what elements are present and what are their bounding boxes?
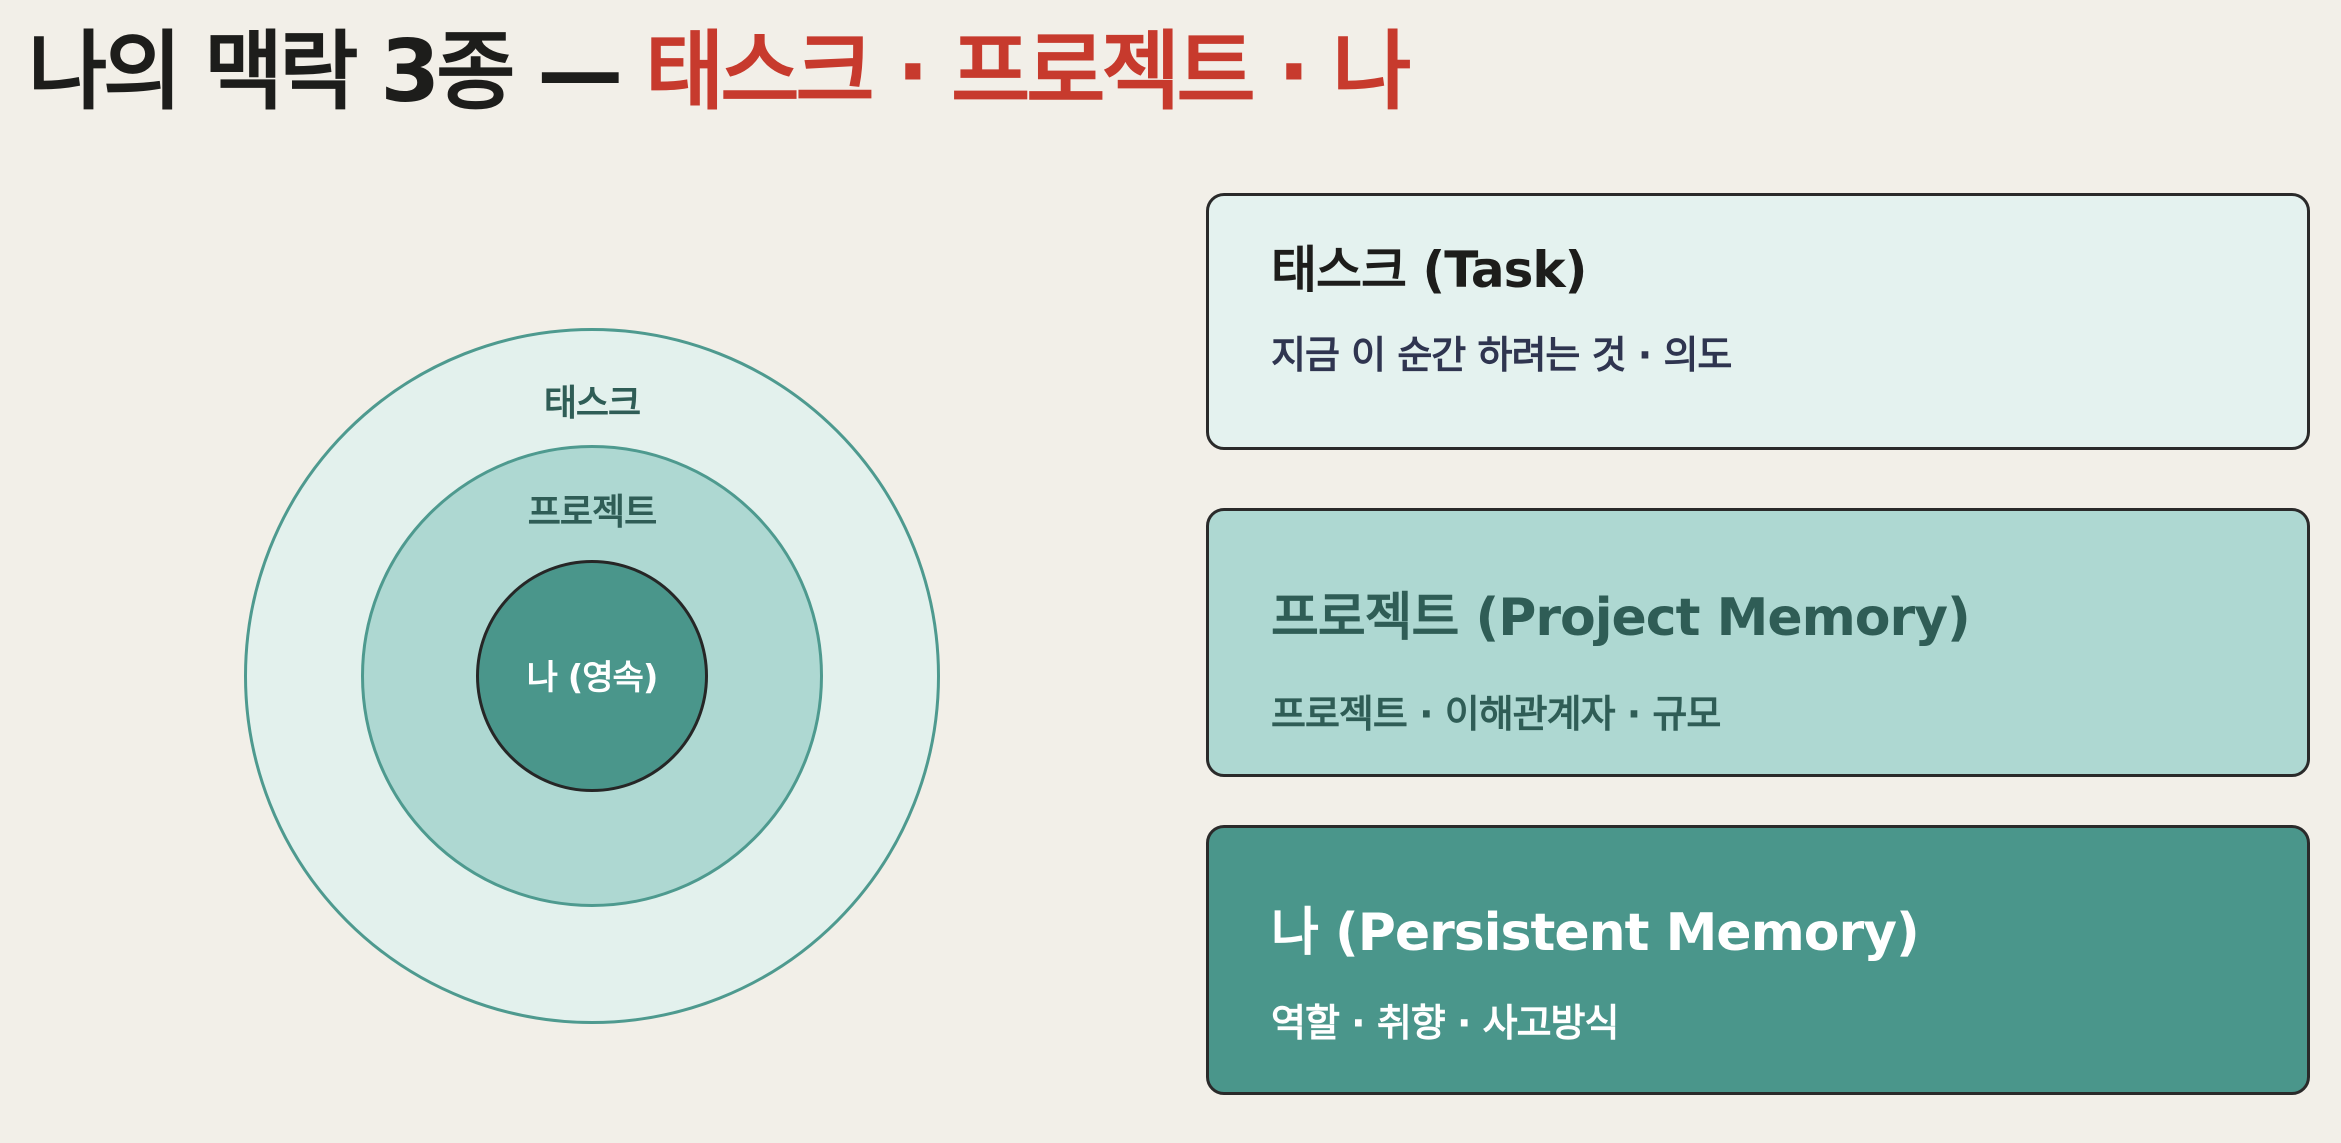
persistent-card-title: 나 (Persistent Memory)	[1271, 903, 1920, 963]
persistent-card-description: 역할 · 취향 · 사고방식	[1271, 1001, 1619, 1045]
task-card: 태스크 (Task) 지금 이 순간 하려는 것 · 의도	[1206, 193, 2310, 450]
task-card-description: 지금 이 순간 하려는 것 · 의도	[1271, 333, 1732, 377]
project-card-description: 프로젝트 · 이해관계자 · 규모	[1271, 692, 1721, 736]
outer-circle-label: 태스크	[543, 383, 641, 424]
project-card-title: 프로젝트 (Project Memory)	[1271, 588, 1971, 648]
inner-circle-me	[476, 560, 708, 792]
page-title: 나의 맥락 3종 — 태스크 · 프로젝트 · 나	[28, 12, 1411, 132]
project-card: 프로젝트 (Project Memory) 프로젝트 · 이해관계자 · 규모	[1206, 508, 2310, 777]
persistent-card: 나 (Persistent Memory) 역할 · 취향 · 사고방식	[1206, 825, 2310, 1095]
title-prefix: 나의 맥락 3종 —	[28, 22, 646, 122]
task-card-title: 태스크 (Task)	[1271, 241, 1588, 299]
context-circles-diagram: 태스크 프로젝트 나 (영속)	[244, 328, 944, 1028]
title-accent: 태스크 · 프로젝트 · 나	[645, 22, 1411, 122]
middle-circle-label: 프로젝트	[527, 492, 657, 533]
inner-circle-label: 나 (영속)	[526, 658, 659, 698]
